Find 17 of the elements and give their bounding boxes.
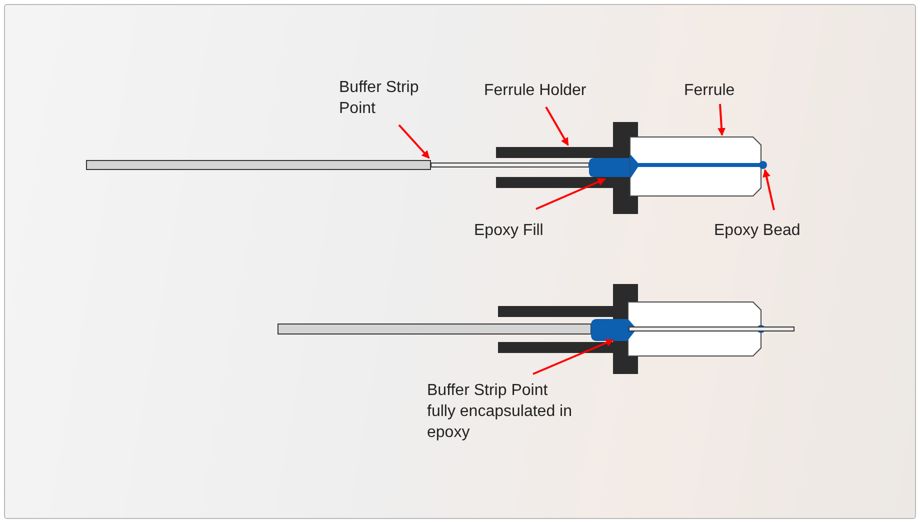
- leader-arrow: [762, 169, 775, 210]
- callout-label: Epoxy Bead: [714, 220, 800, 241]
- leader-arrow: [536, 178, 606, 210]
- callout-label: Ferrule: [684, 80, 735, 101]
- epoxy-fill: [591, 319, 628, 341]
- leader-arrow: [545, 106, 569, 146]
- leader-arrow: [398, 124, 430, 159]
- callout-label: Ferrule Holder: [484, 80, 586, 101]
- epoxy-fill: [589, 158, 630, 177]
- callout-label: Buffer Strip Point: [339, 77, 449, 119]
- ferrule: [630, 137, 763, 196]
- leader-arrow: [718, 104, 726, 136]
- callout-label: Epoxy Fill: [474, 220, 544, 241]
- buffer-tube: [86, 160, 431, 170]
- callout-label: Buffer Strip Point fully encapsulated in epoxy: [427, 380, 579, 443]
- leader-arrow: [532, 339, 614, 375]
- epoxy-bead: [759, 161, 767, 169]
